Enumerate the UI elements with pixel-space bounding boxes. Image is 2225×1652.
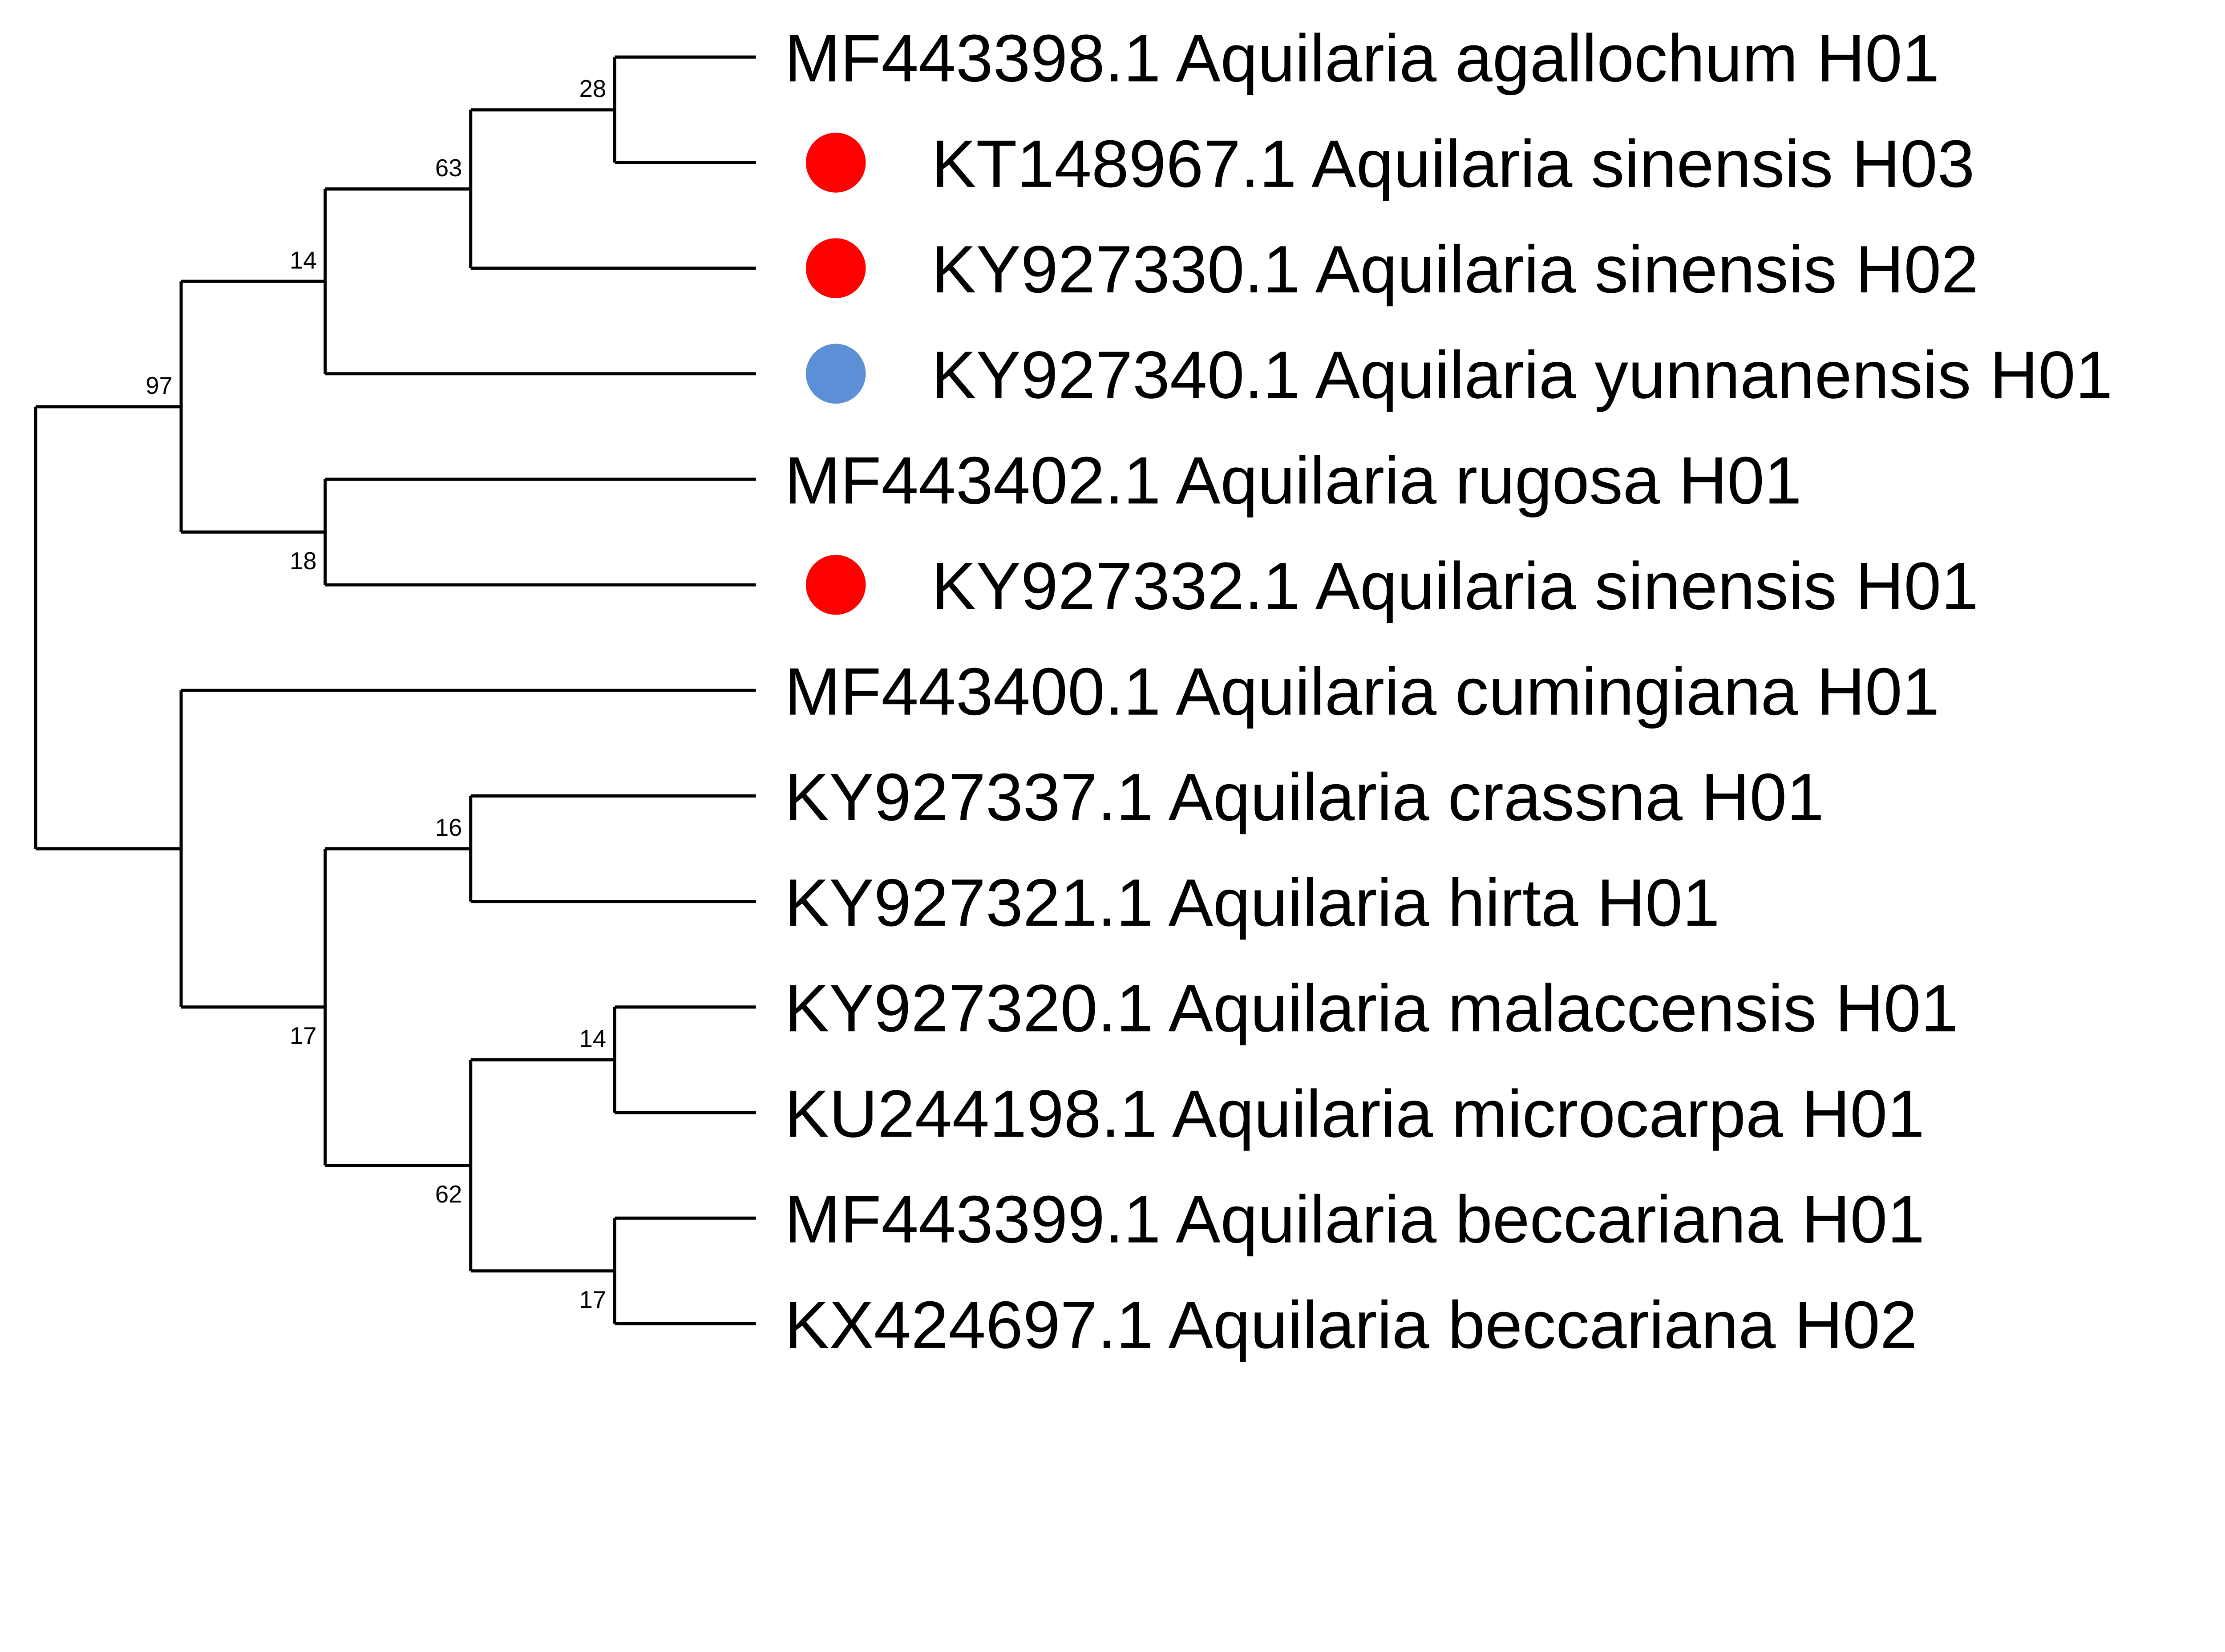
bootstrap-value: 14: [290, 247, 317, 274]
bootstrap-value: 28: [579, 75, 607, 102]
bootstrap-value: 63: [435, 154, 462, 182]
taxon-label: MF443400.1 Aquilaria cumingiana H01: [785, 654, 1940, 729]
taxon-label: KY927320.1 Aquilaria malaccensis H01: [785, 971, 1958, 1045]
bootstrap-value: 14: [579, 1025, 607, 1053]
taxon-label: KY927340.1 Aquilaria yunnanensis H01: [931, 337, 2113, 412]
bootstrap-value: 18: [290, 547, 317, 575]
taxon-label: MF443398.1 Aquilaria agallochum H01: [785, 21, 1940, 96]
taxon-label: KY927337.1 Aquilaria crassna H01: [785, 760, 1824, 834]
taxon-label: MF443399.1 Aquilaria beccariana H01: [785, 1182, 1925, 1257]
taxon-label: KT148967.1 Aquilaria sinensis H03: [931, 126, 1975, 201]
taxon-label: KY927332.1 Aquilaria sinensis H01: [931, 549, 1978, 624]
bootstrap-value: 17: [290, 1022, 317, 1049]
bootstrap-value: 17: [579, 1286, 607, 1313]
taxon-marker-dot-icon: [805, 344, 866, 404]
bootstrap-value: 97: [146, 372, 173, 399]
taxon-label: KY927321.1 Aquilaria hirta H01: [785, 865, 1720, 940]
taxon-label: MF443402.1 Aquilaria rugosa H01: [785, 443, 1802, 518]
taxon-marker-dot-icon: [805, 555, 866, 615]
taxon-label: KU244198.1 Aquilaria microcarpa H01: [785, 1076, 1925, 1151]
taxon-label: KX424697.1 Aquilaria beccariana H02: [785, 1288, 1918, 1362]
taxon-marker-dot-icon: [805, 238, 866, 298]
taxon-label: KY927330.1 Aquilaria sinensis H02: [931, 232, 1978, 307]
bootstrap-value: 62: [435, 1181, 462, 1208]
taxon-marker-dot-icon: [805, 133, 866, 193]
bootstrap-value: 16: [435, 814, 462, 841]
